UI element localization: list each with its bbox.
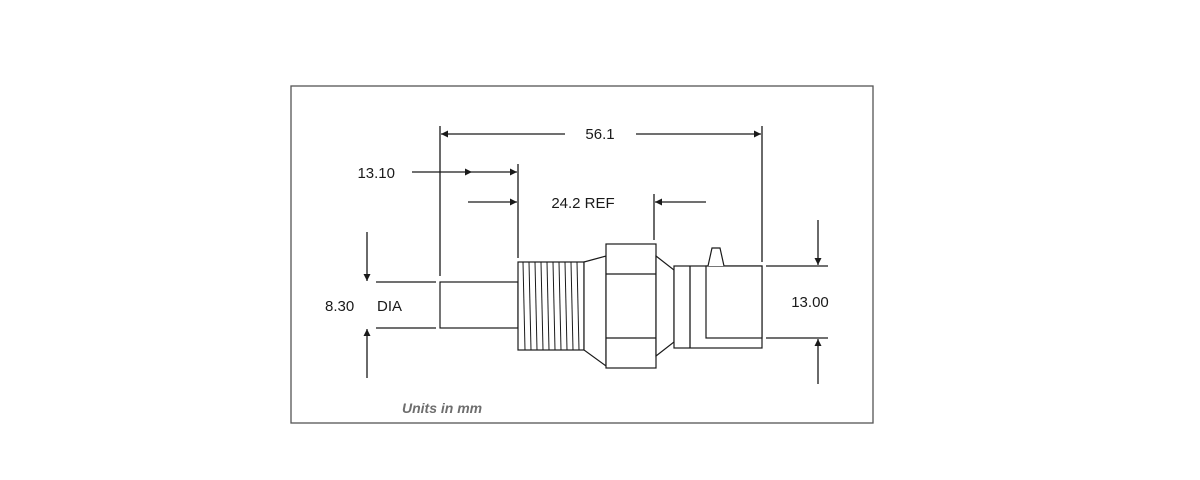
dimension-connector-height: 13.00 <box>791 220 829 384</box>
thread-lines <box>522 261 580 351</box>
dim-label-probe-length: 13.10 <box>357 165 395 182</box>
drawing-frame <box>290 85 874 424</box>
dim-label-thread-ref: 24.2 REF <box>551 195 614 212</box>
threaded-section <box>517 261 585 351</box>
units-note: Units in mm <box>402 400 482 416</box>
connector-latch-tab <box>707 247 725 267</box>
dim-label-overall-length: 56.1 <box>585 126 614 143</box>
thread-line <box>564 261 568 351</box>
connector-latch <box>705 265 763 339</box>
dimension-probe-diameter: 8.30 DIA <box>325 232 402 378</box>
thread-line <box>528 261 532 351</box>
thread-to-hex-taper <box>583 255 607 368</box>
thread-line <box>558 261 562 351</box>
thread-line <box>552 261 556 351</box>
thread-line <box>540 261 544 351</box>
hex-nut <box>605 243 657 369</box>
thread-line <box>546 261 550 351</box>
extension-lines <box>376 126 828 339</box>
thread-line <box>522 261 526 351</box>
dimension-thread-ref: 24.2 REF <box>468 195 706 212</box>
thread-line <box>576 261 580 351</box>
dim-label-probe-dia-suffix: DIA <box>377 298 402 315</box>
probe-tip <box>439 281 519 329</box>
thread-line <box>534 261 538 351</box>
neck <box>655 254 675 358</box>
dim-label-connector-height: 13.00 <box>791 294 829 311</box>
dimension-overall-length: 56.1 <box>441 126 761 143</box>
thread-line <box>570 261 574 351</box>
dimension-probe-length: 13.10 <box>357 165 517 182</box>
sensor-body <box>439 243 763 369</box>
dim-label-probe-dia-value: 8.30 <box>325 298 354 315</box>
